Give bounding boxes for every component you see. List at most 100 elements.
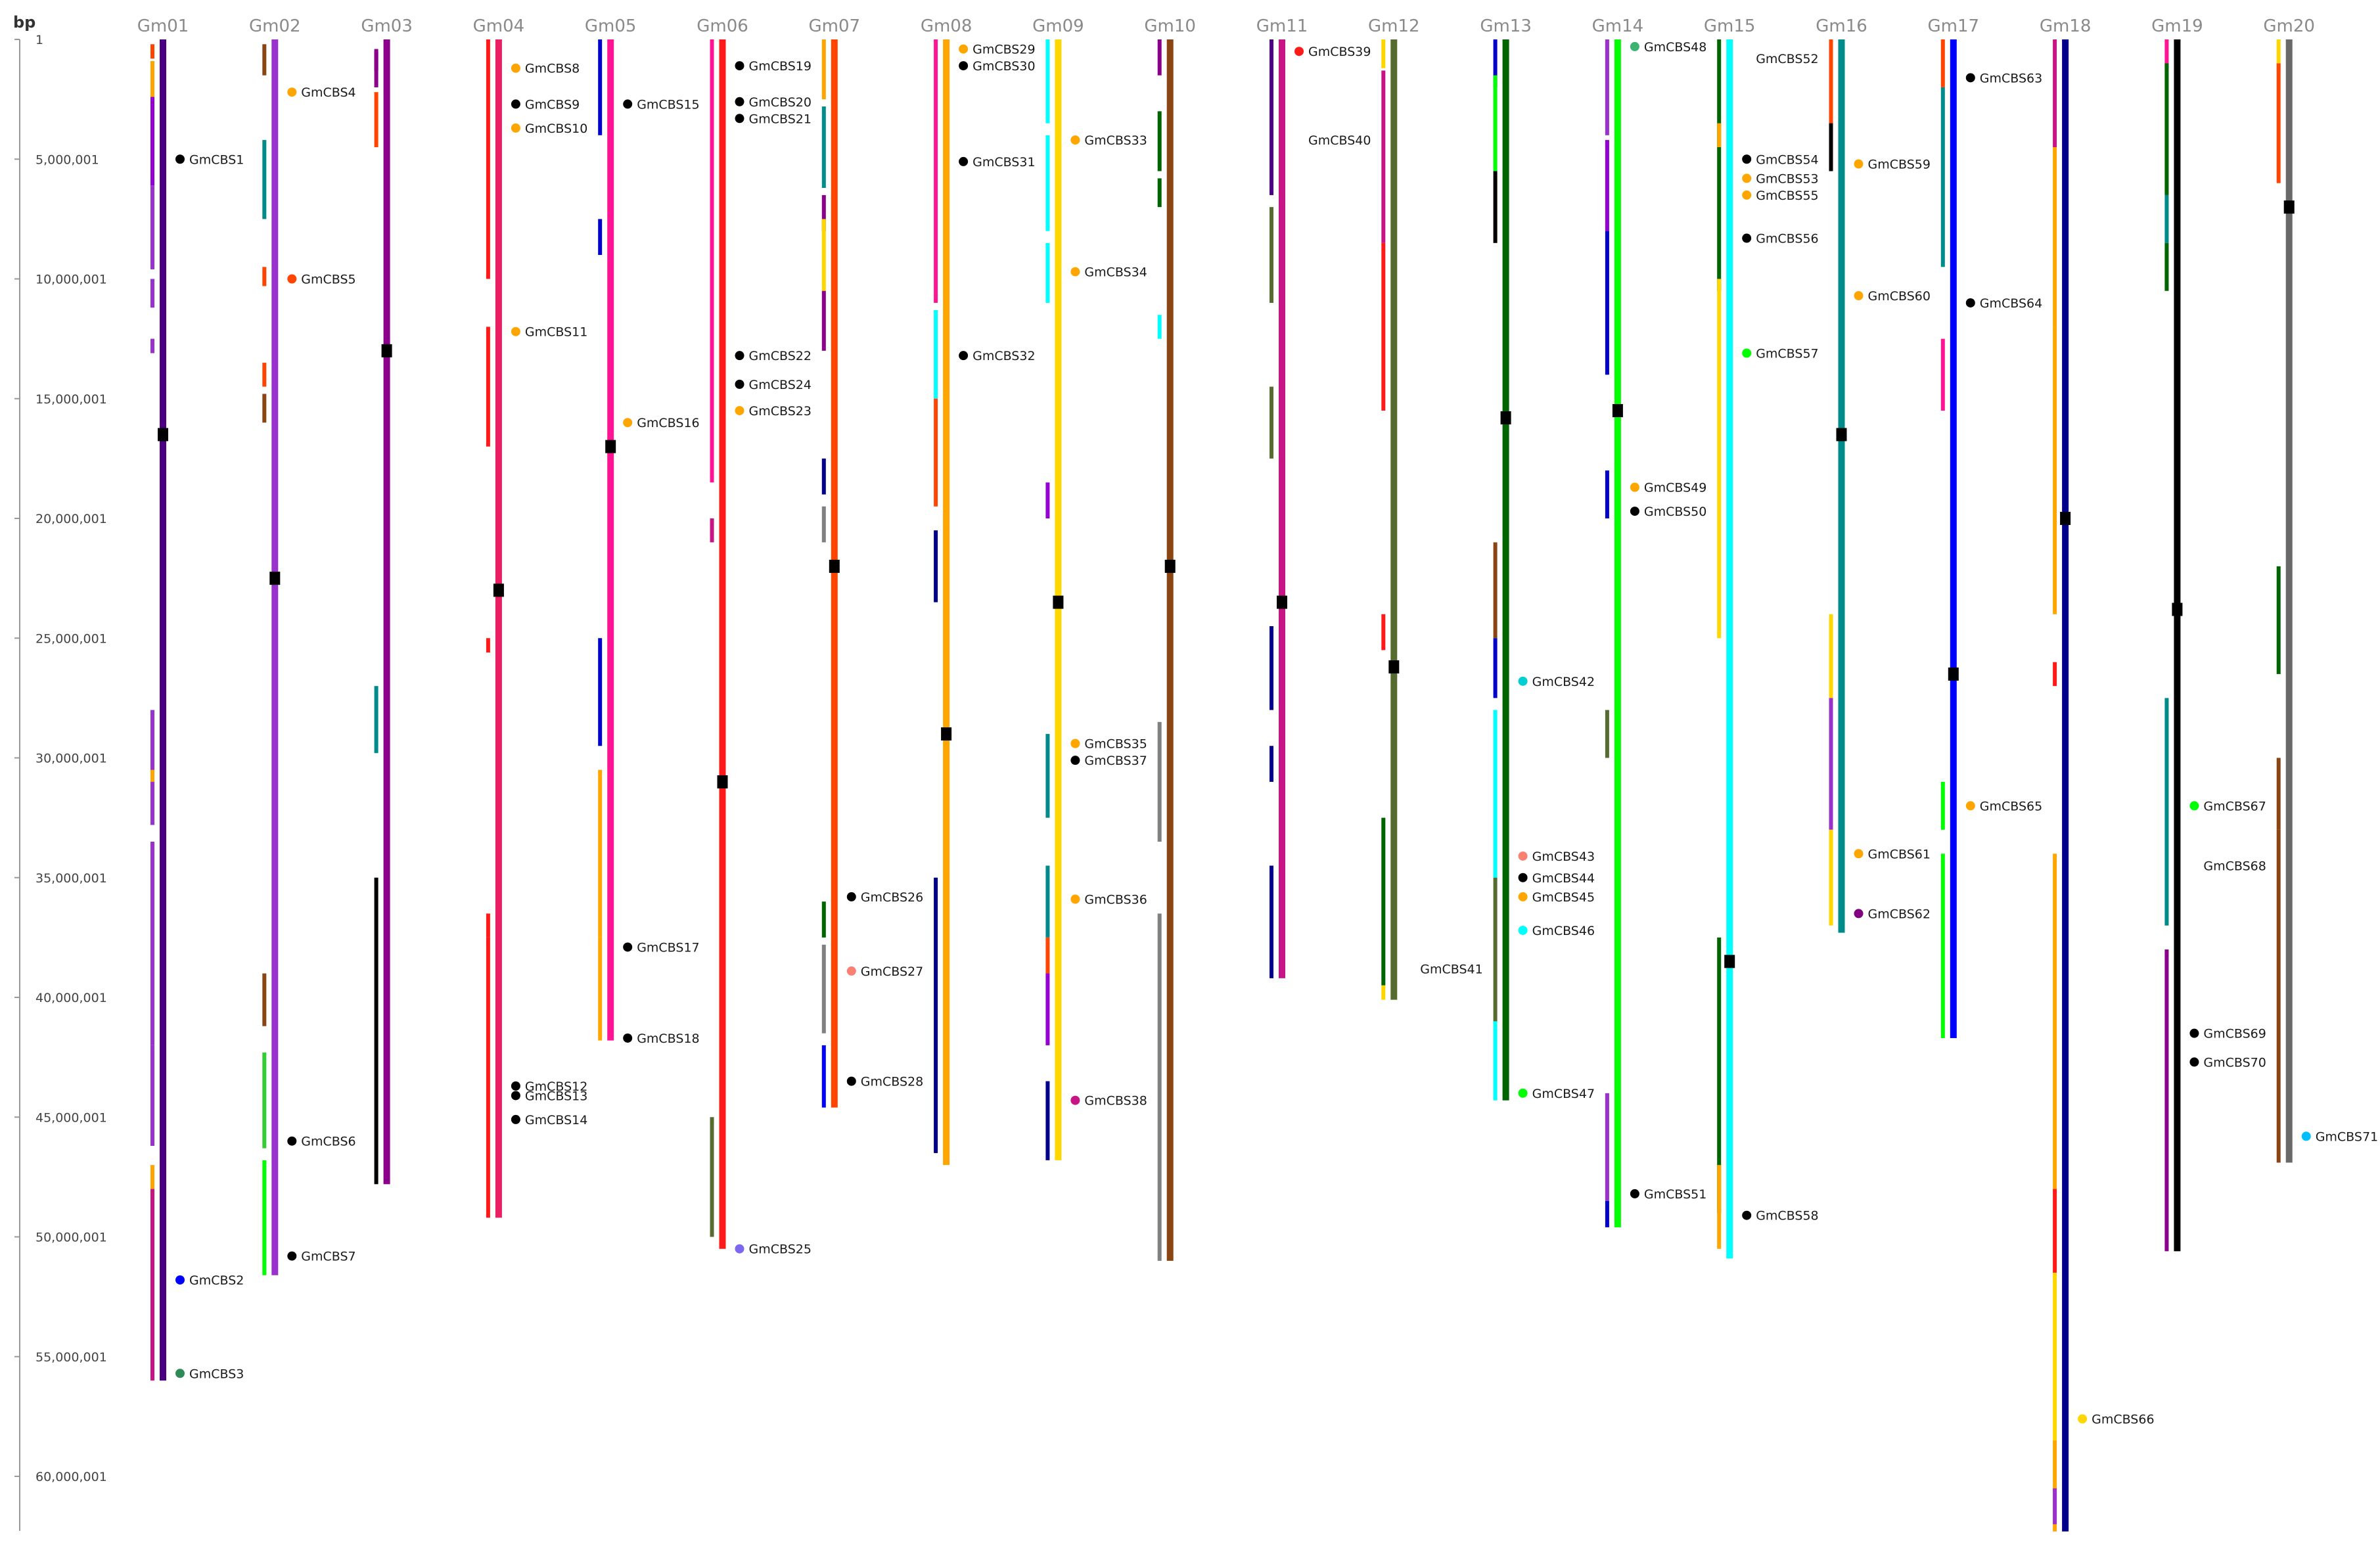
- marker-label: GmCBS17: [637, 940, 699, 955]
- marker-label: GmCBS53: [1756, 171, 1818, 186]
- y-tick-label: 20,000,001: [35, 512, 107, 526]
- synteny-block: [598, 219, 603, 256]
- marker-dot: [287, 1136, 297, 1146]
- marker-label: GmCBS1: [189, 152, 244, 167]
- chromosome-label: Gm08: [921, 16, 973, 36]
- marker-dot: [2078, 1414, 2088, 1424]
- synteny-block: [150, 279, 154, 308]
- synteny-block: [1045, 482, 1050, 518]
- synteny-block: [1829, 829, 1833, 926]
- marker-gmcbs39: GmCBS39: [1294, 45, 1371, 59]
- synteny-block: [1940, 87, 1945, 267]
- synteny-block: [1493, 75, 1498, 171]
- marker-label: GmCBS54: [1756, 152, 1818, 167]
- chromosome-bar: [831, 39, 838, 1108]
- synteny-block: [1493, 39, 1498, 87]
- synteny-block: [1270, 386, 1273, 459]
- marker-gmcbs28: GmCBS28: [846, 1075, 923, 1089]
- marker-dot: [623, 418, 633, 428]
- marker-label: GmCBS37: [1084, 754, 1147, 768]
- marker-gmcbs4: GmCBS4: [287, 85, 356, 100]
- marker-dot: [175, 154, 185, 164]
- synteny-block: [2276, 758, 2281, 830]
- y-axis: bp 15,000,00110,000,00115,000,00120,000,…: [13, 13, 107, 1531]
- marker-label: GmCBS33: [1084, 133, 1147, 148]
- marker-dot: [1742, 154, 1752, 164]
- marker-label: GmCBS26: [861, 890, 923, 905]
- y-tick-label: 1: [35, 33, 43, 47]
- chromosome-bar: [1390, 39, 1398, 1000]
- chromosome-gm04: Gm04: [473, 16, 524, 1218]
- synteny-block: [150, 97, 154, 186]
- synteny-block: [1270, 39, 1273, 195]
- marker-gmcbs47: GmCBS47: [1518, 1087, 1595, 1101]
- chromosome-label: Gm09: [1032, 16, 1084, 36]
- synteny-block: [934, 530, 938, 602]
- marker-label: GmCBS5: [301, 273, 355, 287]
- synteny-block: [486, 913, 490, 938]
- synteny-block: [1829, 39, 1833, 124]
- synteny-block: [710, 518, 714, 543]
- synteny-block: [1605, 231, 1609, 375]
- chromosome-gm16: Gm16: [1816, 16, 1867, 933]
- chromosome-bar: [1166, 39, 1174, 1261]
- marker-gmcbs5: GmCBS5: [287, 273, 356, 287]
- marker-gmcbs11: GmCBS11: [511, 325, 587, 340]
- marker-label: GmCBS35: [1084, 737, 1147, 752]
- marker-label: GmCBS11: [525, 325, 587, 340]
- synteny-block: [2053, 853, 2057, 1189]
- marker-label: GmCBS15: [637, 97, 699, 112]
- marker-gmcbs21: GmCBS21: [735, 112, 812, 126]
- marker-dot: [1630, 41, 1639, 51]
- chromosome-bar: [160, 39, 166, 1381]
- chromosome-bar: [1950, 39, 1957, 1038]
- synteny-block: [1493, 710, 1498, 878]
- marker-dot: [1965, 298, 1975, 307]
- synteny-block: [934, 309, 938, 399]
- marker-label: GmCBS71: [2316, 1129, 2378, 1144]
- synteny-block: [1493, 877, 1498, 1022]
- synteny-block: [150, 769, 154, 782]
- marker-gmcbs55: GmCBS55: [1742, 189, 1819, 203]
- marker-label: GmCBS27: [861, 965, 923, 979]
- synteny-block: [1157, 721, 1162, 842]
- synteny-block: [710, 39, 714, 483]
- synteny-block: [821, 39, 826, 100]
- chromosome-label: Gm06: [697, 16, 748, 36]
- marker-dot: [287, 87, 297, 97]
- marker-label: GmCBS32: [973, 349, 1035, 363]
- marker-label: GmCBS45: [1532, 890, 1595, 905]
- synteny-block: [262, 394, 267, 423]
- marker-gmcbs61: GmCBS61: [1854, 847, 1931, 861]
- synteny-block: [486, 638, 490, 653]
- marker-gmcbs23: GmCBS23: [735, 404, 812, 419]
- chromosome-label: Gm05: [585, 16, 637, 36]
- synteny-block: [1157, 315, 1162, 339]
- y-tick-label: 15,000,001: [35, 392, 107, 407]
- chromosome-gm11: Gm11: [1256, 16, 1308, 978]
- marker-dot: [846, 966, 856, 976]
- marker-gmcbs16: GmCBS16: [623, 416, 700, 430]
- marker-label: GmCBS70: [2203, 1055, 2266, 1070]
- marker-dot: [1070, 756, 1080, 765]
- synteny-block: [150, 1122, 154, 1146]
- synteny-block: [2053, 147, 2057, 327]
- marker-dot: [1854, 159, 1864, 169]
- synteny-block: [1717, 279, 1722, 639]
- synteny-block: [2053, 1273, 2057, 1441]
- synteny-block: [2164, 194, 2169, 243]
- marker-label: GmCBS58: [1756, 1209, 1818, 1223]
- synteny-block: [150, 1189, 154, 1381]
- chromosome-bar: [719, 39, 726, 1249]
- synteny-block: [1045, 1081, 1050, 1160]
- chromosome-label: Gm20: [2263, 16, 2315, 36]
- synteny-block: [2164, 949, 2169, 1252]
- synteny-block: [2053, 327, 2057, 614]
- synteny-block: [1829, 123, 1833, 171]
- centromere-mark: [1500, 411, 1511, 424]
- marker-dot: [1742, 348, 1752, 358]
- marker-dot: [1070, 1095, 1080, 1105]
- marker-dot: [1630, 1189, 1639, 1198]
- chromosome-gm12: Gm12: [1368, 16, 1420, 1000]
- synteny-block: [1493, 171, 1498, 243]
